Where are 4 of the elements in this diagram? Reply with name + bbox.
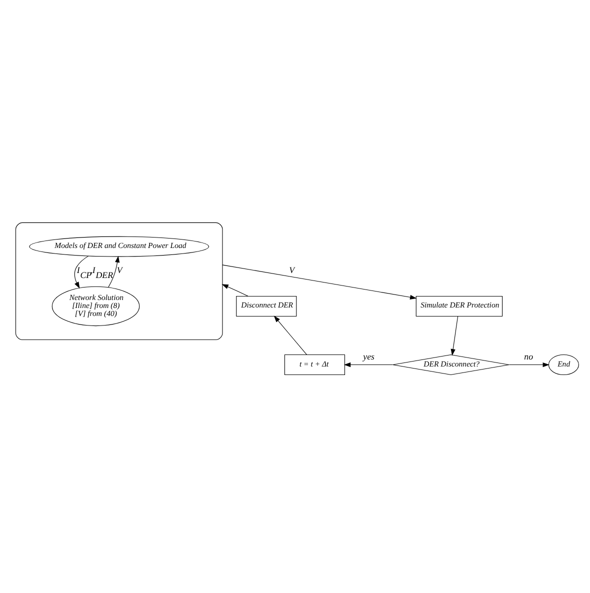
- edge-label: no: [524, 352, 534, 362]
- edge-label: yes: [363, 352, 374, 362]
- edge-label: V: [116, 265, 122, 276]
- edge-label: V: [289, 265, 295, 276]
